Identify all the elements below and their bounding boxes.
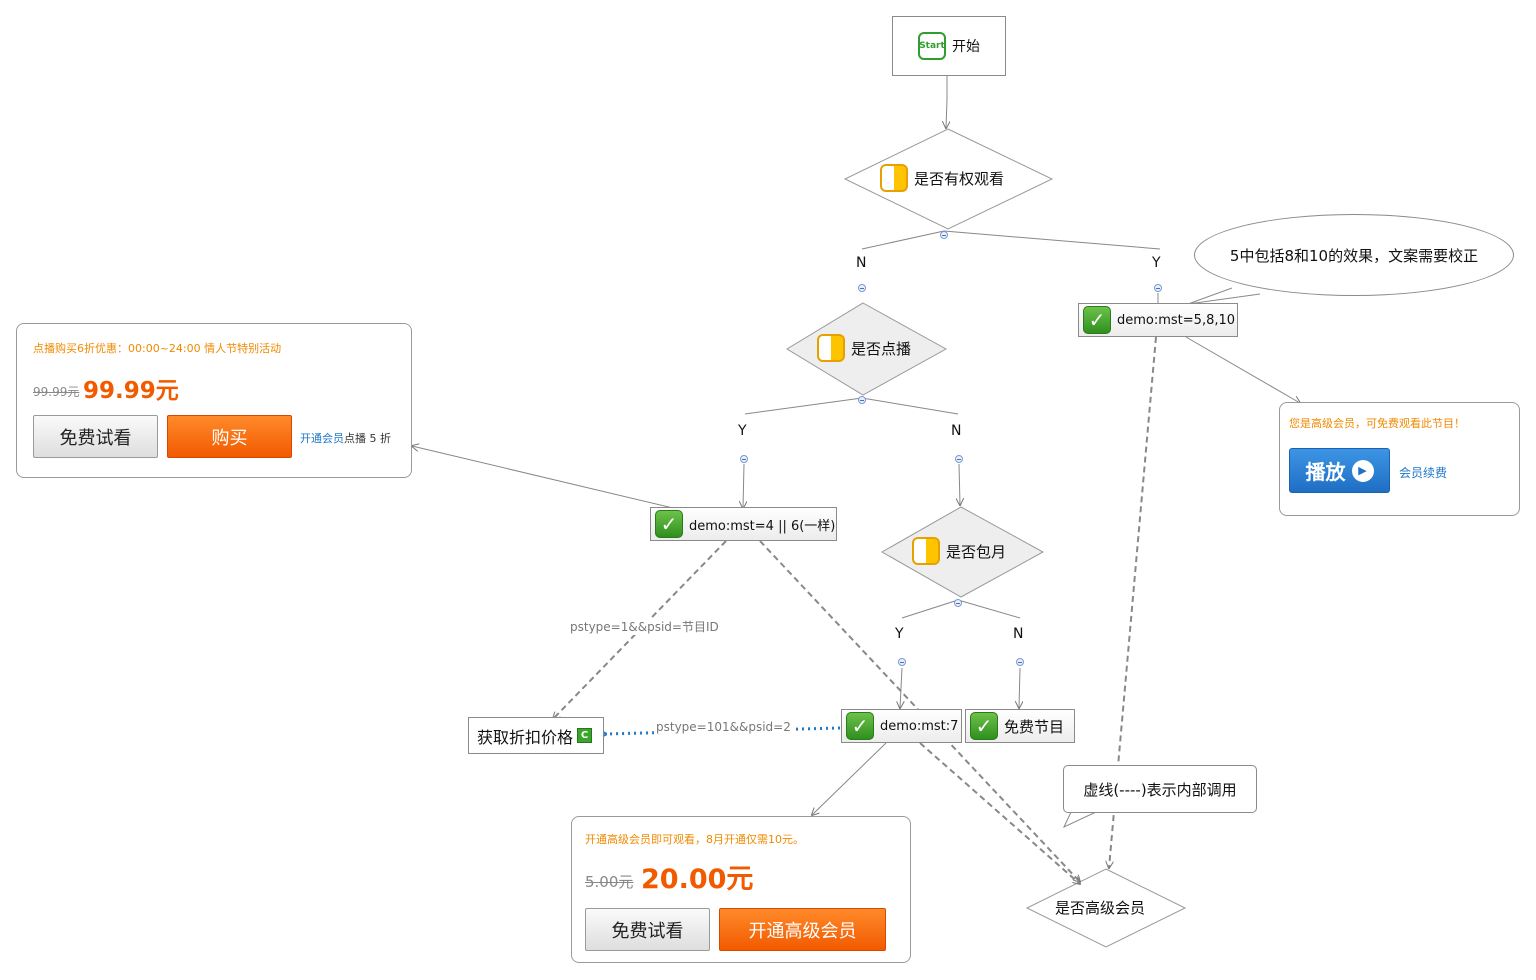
branch-label-monthly-n: N xyxy=(1013,626,1024,642)
edge-label-pstype1: pstype=1&&psid=节目ID xyxy=(568,618,721,635)
check-icon: ✓ xyxy=(970,712,998,740)
edge-ondemand-n xyxy=(861,397,959,415)
edge-watch-n xyxy=(861,230,945,250)
free-trial-button[interactable]: 免费试看 xyxy=(585,908,710,951)
decision-ondemand-label: 是否点播 xyxy=(851,339,912,358)
play-button[interactable]: 播放 ▶ xyxy=(1289,448,1390,493)
free-trial-button[interactable]: 免费试看 xyxy=(33,415,158,458)
edge-ondemand-y-down xyxy=(743,463,744,508)
action-mst-4-6-label: demo:mst=4 || 6(一样) xyxy=(689,518,836,534)
collapse-toggle[interactable] xyxy=(940,231,948,239)
decision-icon xyxy=(912,537,940,565)
promo-text: 开通高级会员即可观看，8月开通仅需10元。 xyxy=(585,833,804,846)
start-node[interactable]: Start 开始 xyxy=(892,16,1006,76)
play-icon: ▶ xyxy=(1351,459,1374,482)
check-icon: ✓ xyxy=(1083,306,1111,334)
action-get-discount[interactable]: 获取折扣价格 C xyxy=(468,717,604,754)
callout-tail-mst5810 xyxy=(1187,287,1261,305)
old-price: 99.99元 xyxy=(33,385,80,399)
play-button-label: 播放 xyxy=(1305,460,1346,484)
open-member-link[interactable]: 开通会员 xyxy=(300,432,344,445)
collapse-toggle[interactable] xyxy=(858,284,866,292)
card-ondemand-purchase: 点播购买6折优惠：00:00~24:00 情人节特别活动 99.99元 99.9… xyxy=(16,323,412,478)
action-mst-4-6[interactable]: ✓ demo:mst=4 || 6(一样) xyxy=(650,507,837,541)
decision-watch-label: 是否有权观看 xyxy=(914,169,1005,188)
callout-mst5810-text: 5中包括8和10的效果，文案需要校正 xyxy=(1229,246,1479,265)
check-icon: ✓ xyxy=(655,510,683,538)
action-mst-7-label: demo:mst:7 xyxy=(880,718,959,734)
branch-label-watch-n: N xyxy=(856,255,867,271)
collapse-toggle[interactable] xyxy=(1016,658,1024,666)
branch-label-ondemand-y: Y xyxy=(738,423,747,439)
promo-text: 点播购买6折优惠：00:00~24:00 情人节特别活动 xyxy=(33,342,282,355)
edge-label-pstype101: pstype=101&&psid=2 xyxy=(654,720,793,734)
decision-premium-label: 是否高级会员 xyxy=(1055,899,1146,917)
new-price: 99.99元 xyxy=(83,378,179,404)
decision-diamond-monthly xyxy=(880,506,1045,598)
card-premium-purchase: 开通高级会员即可观看，8月开通仅需10元。 5.00元 20.00元 免费试看 … xyxy=(571,816,911,963)
edge-monthly-n xyxy=(957,599,1021,619)
decision-diamond-premium xyxy=(1025,868,1187,948)
collapse-toggle[interactable] xyxy=(740,455,748,463)
new-price: 20.00元 xyxy=(641,864,754,895)
decision-monthly-label: 是否包月 xyxy=(946,542,1007,561)
branch-label-ondemand-n: N xyxy=(951,423,962,439)
decision-icon xyxy=(817,334,845,362)
callout-mst5810: 5中包括8和10的效果，文案需要校正 xyxy=(1194,214,1514,296)
decision-icon xyxy=(880,164,908,192)
decision-diamond-watch xyxy=(843,128,1054,230)
open-premium-button[interactable]: 开通高级会员 xyxy=(719,908,886,951)
renew-member-link[interactable]: 会员续费 xyxy=(1399,466,1448,480)
old-price: 5.00元 xyxy=(585,873,634,891)
edge-watch-y xyxy=(943,230,1161,250)
edge-mst5810-card xyxy=(1185,336,1300,403)
collapse-toggle[interactable] xyxy=(955,455,963,463)
callout-dashed-note: 虚线(----)表示内部调用 xyxy=(1063,765,1257,813)
ondemand-discount-text: 点播 5 折 xyxy=(344,432,391,445)
branch-label-monthly-y: Y xyxy=(895,626,904,642)
decision-watch[interactable]: 是否有权观看 xyxy=(880,164,1004,192)
edge-monthly-n-down xyxy=(1019,667,1020,708)
collapse-toggle[interactable] xyxy=(1154,284,1162,292)
callout-tail-dashed xyxy=(1062,809,1097,829)
decision-ondemand[interactable]: 是否点播 xyxy=(817,334,911,362)
branch-label-watch-y: Y xyxy=(1152,255,1161,271)
edge-mst46-card xyxy=(412,446,674,509)
edge-ondemand-y xyxy=(744,397,863,415)
collapse-toggle[interactable] xyxy=(954,599,962,607)
edge-dashed-mst7-premium xyxy=(919,742,1080,884)
action-mst-5-8-10[interactable]: ✓ demo:mst=5,8,10 xyxy=(1078,303,1238,337)
edge-start-watch xyxy=(946,76,947,128)
edge-monthly-y-down xyxy=(900,667,902,708)
decision-monthly[interactable]: 是否包月 xyxy=(912,537,1006,565)
callout-dashed-text: 虚线(----)表示内部调用 xyxy=(1083,780,1237,799)
action-get-discount-label: 获取折扣价格 xyxy=(477,727,574,747)
collapse-toggle[interactable] xyxy=(858,396,866,404)
start-label: 开始 xyxy=(952,39,980,55)
start-icon: Start xyxy=(918,32,946,60)
edge-mst7-card xyxy=(812,742,887,815)
check-icon: ✓ xyxy=(846,712,874,740)
decision-diamond-ondemand xyxy=(786,302,948,396)
member-link-row: 开通会员点播 5 折 xyxy=(300,430,391,446)
action-free-program-label: 免费节目 xyxy=(1004,717,1065,736)
edge-monthly-y xyxy=(901,599,959,619)
action-free-program[interactable]: ✓ 免费节目 xyxy=(965,709,1075,743)
action-mst-7[interactable]: ✓ demo:mst:7 xyxy=(841,709,962,743)
card-member-play: 您是高级会员，可免费观看此节目！ 播放 ▶ 会员续费 xyxy=(1279,402,1520,516)
buy-button[interactable]: 购买 xyxy=(167,415,292,458)
collapse-toggle[interactable] xyxy=(898,658,906,666)
decision-premium[interactable]: 是否高级会员 xyxy=(1055,897,1145,918)
edge-ondemand-n-down xyxy=(959,463,960,505)
action-mst-5-8-10-label: demo:mst=5,8,10 xyxy=(1117,312,1236,328)
promo-text: 您是高级会员，可免费观看此节目！ xyxy=(1289,417,1465,430)
c-badge-icon: C xyxy=(577,728,593,743)
